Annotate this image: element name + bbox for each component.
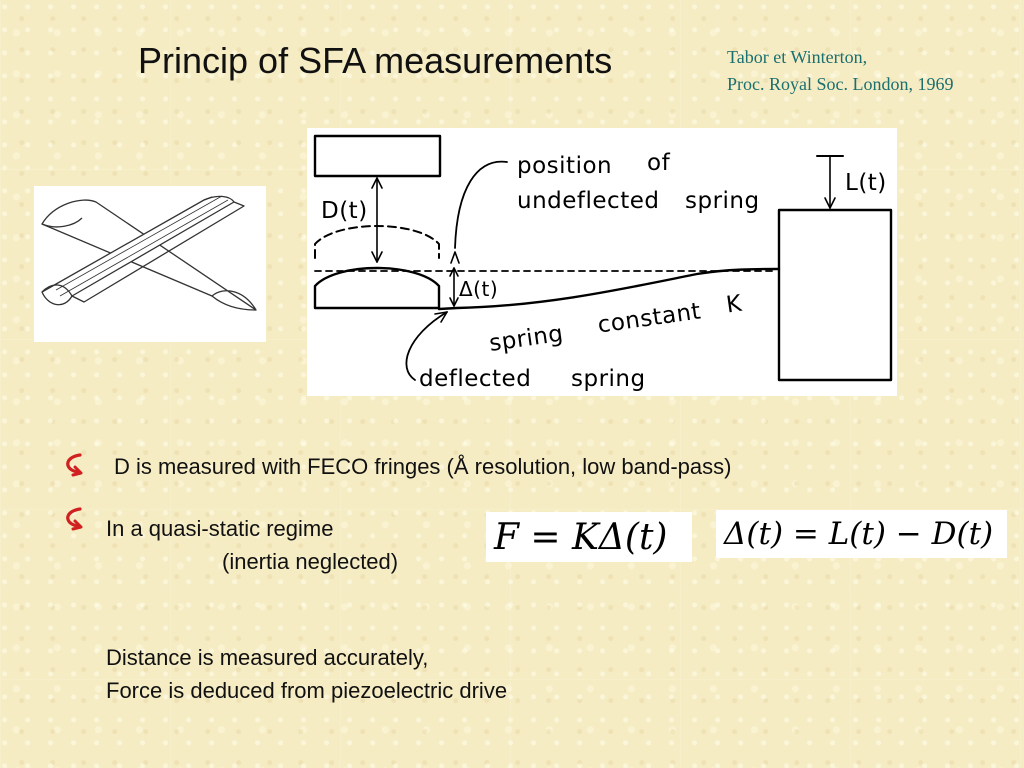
bullet-quasi-static: In a quasi-static regime	[106, 516, 334, 541]
label-l: L(t)	[845, 170, 887, 196]
sfa-diagram: position of undeflected spring D(t) L(t)…	[307, 128, 897, 396]
label-spring: spring	[488, 321, 566, 357]
label-deflected: deflected	[419, 366, 531, 392]
back-cylinder	[41, 199, 257, 311]
citation: Tabor et Winterton, Proc. Royal Soc. Lon…	[727, 44, 954, 98]
label-spring-top: spring	[685, 188, 760, 214]
citation-journal: Proc. Royal Soc. London, 1969	[727, 74, 954, 94]
label-undeflected: undeflected	[517, 188, 659, 214]
conclusion-line-1: Distance is measured accurately,	[106, 645, 429, 670]
label-k: K	[725, 291, 744, 319]
slide-title: Princip of SFA measurements	[138, 40, 613, 81]
equation-delta: Δ(t) = L(t) − D(t)	[716, 510, 1007, 558]
equation-force: F = KΔ(t)	[486, 512, 692, 562]
curved-arrow-icon	[66, 453, 83, 477]
label-position: position	[517, 153, 612, 179]
right-block	[777, 208, 893, 382]
label-of: of	[647, 150, 671, 176]
lower-surface	[313, 266, 441, 310]
citation-authors: Tabor et Winterton,	[727, 47, 868, 67]
bullet-feco: D is measured with FECO fringes (Å resol…	[114, 454, 732, 479]
label-delta: Δ(t)	[459, 277, 498, 301]
upper-block	[313, 134, 442, 178]
label-constant: constant	[596, 298, 703, 338]
curved-arrow-icon	[66, 507, 83, 531]
label-spring-bottom: spring	[571, 366, 646, 392]
deflected-spring-curve	[437, 267, 781, 311]
conclusion-line-2: Force is deduced from piezoelectric driv…	[106, 678, 508, 703]
bullet-inertia-note: (inertia neglected)	[222, 549, 399, 574]
label-d: D(t)	[321, 198, 368, 224]
crossed-cylinders-figure	[34, 186, 266, 342]
